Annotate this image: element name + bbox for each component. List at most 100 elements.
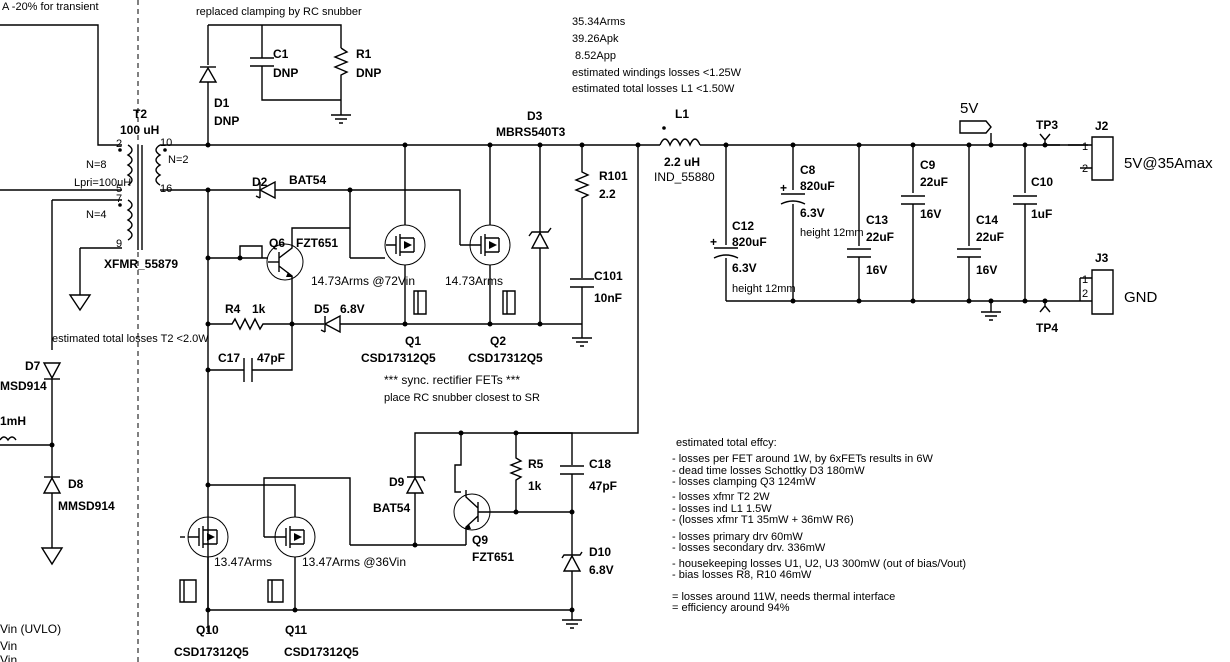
q10-pad	[179, 579, 197, 603]
d10-ref: D10	[589, 545, 611, 559]
zener-d5	[320, 314, 341, 334]
tp4-symbol	[1039, 301, 1051, 313]
note-transient: A -20% for transient	[2, 1, 99, 13]
d5-value: 6.8V	[340, 302, 365, 316]
inductor-left-icon	[0, 436, 17, 442]
q2-arms: 14.73Arms	[445, 274, 503, 288]
q10-arms: 13.47Arms	[214, 555, 272, 569]
q11-value: CSD17312Q5	[284, 645, 359, 659]
c17-value: 47pF	[257, 351, 285, 365]
d1-value: DNP	[214, 114, 239, 128]
resistor-r5	[509, 433, 523, 512]
d2-ref: D2	[252, 175, 268, 189]
stat-line-2: 39.26Apk	[572, 33, 619, 45]
efficiency-line: - losses ind L1 1.5W	[672, 503, 772, 515]
q9-pad	[454, 433, 462, 493]
c14-value: 22uF	[976, 230, 1004, 244]
ground-symbol-d10	[562, 619, 582, 629]
c1-value: DNP	[273, 66, 298, 80]
c17-ref: C17	[218, 351, 240, 365]
c18-value: 47pF	[589, 479, 617, 493]
junction-c14	[966, 142, 972, 148]
d9-value: BAT54	[373, 501, 410, 515]
j3-pin-1: 1	[1082, 274, 1088, 286]
connector-j2	[1091, 136, 1114, 181]
d8-ref: D8	[68, 477, 84, 491]
r101-value: 2.2	[599, 187, 616, 201]
c12-ref: C12	[732, 219, 754, 233]
wire-snubber-top	[208, 24, 342, 48]
c12-plus: +	[710, 235, 717, 249]
vout-label: 5V@35Amax	[1124, 155, 1213, 172]
j2-pin-2: 2	[1082, 163, 1088, 175]
mosfet-q11	[264, 516, 316, 610]
c8-ref: C8	[800, 163, 816, 177]
c12-value: 820uF	[732, 235, 767, 249]
junction-q1-src	[402, 321, 408, 327]
junction-c10	[1022, 142, 1028, 148]
r4-ref: R4	[225, 302, 241, 316]
junction-c12	[723, 142, 729, 148]
efficiency-line: - housekeeping losses U1, U2, U3 300mW (…	[672, 558, 966, 570]
rail-5v-flag	[959, 120, 992, 145]
q10-value: CSD17312Q5	[174, 645, 249, 659]
sr-note-1: *** sync. rectifier FETs ***	[384, 373, 520, 387]
diode-d1	[198, 66, 218, 83]
wire-primary-top	[0, 24, 122, 146]
junction-c17	[205, 367, 211, 373]
d7-value: MSD914	[0, 379, 47, 393]
d8-value: MMSD914	[58, 499, 115, 513]
t2-pin-2: 2	[116, 138, 122, 150]
q6-ref: Q6	[269, 236, 285, 250]
note-snubber: replaced clamping by RC snubber	[196, 6, 362, 18]
capacitor-c13	[847, 145, 871, 301]
efficiency-line: - dead time losses Schottky D3 180mW	[672, 465, 865, 477]
tp3-label: TP3	[1036, 118, 1058, 132]
q2-pad	[502, 290, 516, 315]
sr-note-2: place RC snubber closest to SR	[384, 392, 540, 404]
ground-symbol-d8	[40, 547, 64, 566]
capacitor-c1	[250, 25, 341, 101]
resistor-r101	[574, 145, 590, 278]
q11-ref: Q11	[285, 623, 307, 637]
efficiency-line: - (losses xfmr T1 35mW + 36mW R6)	[672, 514, 854, 526]
c13-value: 22uF	[866, 230, 894, 244]
efficiency-line: - losses primary drv 60mW	[672, 531, 803, 543]
c8-voltage: 6.3V	[800, 206, 825, 220]
efficiency-title: estimated total effcy:	[676, 437, 777, 449]
j2-pin-1: 1	[1082, 141, 1088, 153]
j3-pins	[1079, 277, 1092, 302]
stat-line-1: 35.34Arms	[572, 16, 626, 28]
mosfet-q1	[384, 145, 426, 324]
stat-line-3: 8.52App	[575, 50, 616, 62]
d9-ref: D9	[389, 475, 405, 489]
r1-ref: R1	[356, 47, 372, 61]
ground-symbol-aux	[68, 294, 92, 312]
efficiency-line: = losses around 11W, needs thermal inter…	[672, 591, 895, 603]
junction-d7d8	[49, 442, 55, 448]
capacitor-c18	[560, 465, 584, 555]
junction-c8	[790, 142, 796, 148]
inductor-l1	[659, 126, 701, 147]
c8-value: 820uF	[800, 179, 835, 193]
junction-q10-src	[205, 607, 211, 613]
t2-value: 100 uH	[120, 123, 159, 137]
junction-r5-bottom	[513, 509, 519, 515]
q6-pad	[239, 245, 263, 258]
q2-ref: Q2	[490, 334, 506, 348]
capacitor-c8	[780, 145, 806, 301]
transistor-q9	[453, 490, 572, 545]
d1-ref: D1	[214, 96, 230, 110]
capacitor-c12	[713, 247, 739, 301]
junction-c14-gnd	[966, 298, 972, 304]
capacitor-c9	[901, 145, 925, 301]
vin-label-1: Vin	[0, 639, 17, 653]
r5-value: 1k	[528, 479, 542, 493]
l1-part: IND_55880	[654, 170, 715, 184]
r1-value: DNP	[356, 66, 381, 80]
junction-c9-gnd	[910, 298, 916, 304]
r4-value: 1k	[252, 302, 266, 316]
mosfet-q2	[460, 145, 511, 324]
c12-voltage: 6.3V	[732, 261, 757, 275]
rail-5v-label: 5V	[960, 100, 978, 117]
